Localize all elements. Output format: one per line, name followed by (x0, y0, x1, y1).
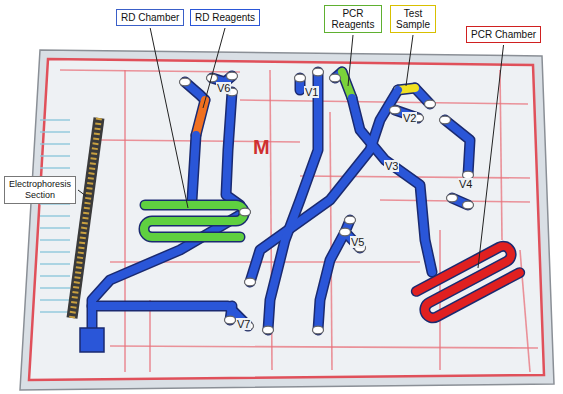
channel-outline (192, 135, 196, 200)
valve (330, 74, 341, 82)
circuit-trace (40, 167, 70, 168)
circuit-trace (40, 155, 70, 156)
leader-line (150, 28, 188, 208)
channel-outline (250, 90, 398, 282)
valves (180, 68, 474, 334)
chamber-channel (415, 243, 522, 320)
chamber-outline (144, 205, 244, 237)
channel-outline (268, 72, 318, 330)
valve-label: V4 (458, 178, 473, 190)
electrophoresis-column (72, 118, 99, 318)
chip-base (20, 50, 554, 390)
circuit-trace (40, 227, 70, 228)
leader-line (406, 35, 413, 86)
valve (240, 208, 251, 216)
reservoir (80, 328, 104, 352)
callout-box: PCR Chamber (466, 26, 541, 43)
chamber-outline (415, 243, 522, 320)
valve-label: V3 (384, 160, 399, 172)
circuit-trace (40, 287, 70, 288)
chip-logo: M (252, 136, 271, 158)
fluid-channel (342, 72, 352, 98)
fluid-channel (226, 92, 240, 205)
circuit-trace (40, 131, 70, 132)
pcr-chamber (415, 243, 522, 320)
circuit-trace (40, 251, 70, 252)
channel-outline (92, 212, 245, 330)
callout-box: RD Reagents (190, 9, 260, 26)
circuit-trace (40, 275, 70, 276)
valve (440, 116, 451, 124)
valve-label: V6 (216, 82, 231, 94)
circuit-trace (40, 143, 70, 144)
callout-box: Electrophoresis Section (4, 176, 76, 204)
valve (263, 326, 274, 334)
valve (227, 72, 238, 80)
circuit-trace (40, 119, 70, 120)
circuit-trace (40, 311, 70, 312)
valve-label: V5 (350, 236, 365, 248)
leader-line (478, 45, 504, 268)
rd-chamber (144, 205, 244, 237)
callout-text: PCR Reagents (329, 8, 377, 30)
valve (295, 74, 306, 82)
fluid-channel (250, 90, 398, 282)
circuit-trace (124, 70, 126, 372)
valve (425, 100, 436, 108)
electrophoresis-bands (72, 118, 99, 318)
fluid-channel (92, 306, 248, 326)
valve-label: V1 (304, 86, 319, 98)
valve (447, 194, 458, 202)
chip-border (29, 59, 544, 380)
valve (245, 278, 256, 286)
leader-line (348, 35, 353, 86)
leader-line (78, 190, 86, 196)
channel-outline (226, 92, 240, 205)
callout-text: PCR Chamber (471, 29, 536, 40)
fluid-channel (445, 120, 470, 175)
circuit-trace (40, 299, 70, 300)
fluid-channel (318, 232, 345, 330)
valve-label: V2 (402, 112, 417, 124)
channel-outline (445, 120, 470, 175)
valve (463, 201, 474, 209)
leader-lines (78, 28, 504, 268)
valve (180, 78, 191, 86)
chamber-channel (144, 205, 244, 237)
fluid-channel (92, 212, 245, 330)
callout-box: PCR Reagents (324, 5, 382, 33)
callout-text: Electrophoresis Section (9, 179, 71, 201)
circuit-trace (330, 112, 332, 370)
callout-text: RD Reagents (195, 12, 255, 23)
valve (390, 106, 401, 114)
callout-box: Test Sample (390, 5, 436, 33)
circuit-trace (40, 263, 70, 264)
leader-line (203, 28, 225, 108)
valve (340, 228, 351, 236)
circuit-trace (40, 215, 70, 216)
chip-parts (72, 118, 521, 352)
valve-label: V7 (236, 318, 251, 330)
valve (313, 326, 324, 334)
valve (345, 216, 356, 224)
channel-outline (318, 232, 345, 330)
circuit-traces (40, 70, 538, 372)
valve (225, 316, 236, 324)
fluid-channel (268, 72, 318, 330)
callout-text: Test Sample (395, 8, 431, 30)
circuit-trace (500, 70, 502, 240)
circuit-trace (40, 239, 70, 240)
channel-outline (342, 72, 352, 98)
circuit-trace (110, 346, 538, 348)
channel-outline (92, 306, 248, 326)
callout-box: RD Chamber (116, 9, 184, 26)
valve (313, 68, 324, 76)
fluid-channel (192, 135, 196, 200)
callout-text: RD Chamber (121, 12, 179, 23)
